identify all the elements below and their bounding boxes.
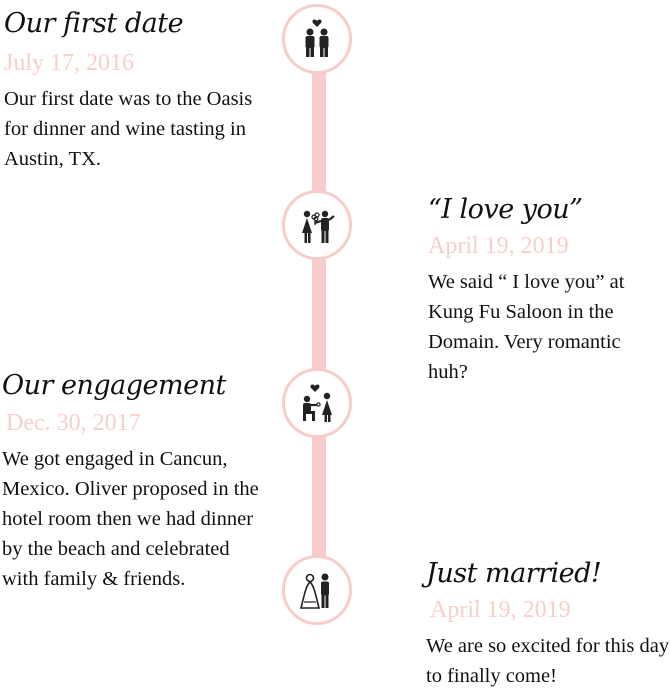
event-description: We said “ I love you” at Kung Fu Saloon … xyxy=(428,271,625,383)
event-description: We are so excited for this day to finall… xyxy=(426,635,670,687)
timeline-node-engagement xyxy=(282,368,352,438)
timeline-line xyxy=(312,40,326,600)
event-description: Our first date was to the Oasis for dinn… xyxy=(4,88,253,170)
timeline-node-first-date xyxy=(282,4,352,74)
event-engagement: Our engagement Dec. 30, 2017 We got enga… xyxy=(2,370,260,594)
event-description: We got engaged in Cancun, Mexico. Oliver… xyxy=(2,448,259,590)
couple-flowers-icon xyxy=(302,210,335,243)
event-title: Just married! xyxy=(426,558,602,589)
event-date: July 17, 2016 xyxy=(4,50,135,76)
couple-icon xyxy=(305,19,329,57)
event-date: April 19, 2019 xyxy=(428,233,569,259)
event-date: April 19, 2019 xyxy=(430,597,571,623)
event-date: Dec. 30, 2017 xyxy=(6,410,141,436)
bride-groom-icon xyxy=(299,573,329,609)
event-title: “I love you” xyxy=(428,194,583,225)
event-title: Our first date xyxy=(4,8,184,39)
event-title: Our engagement xyxy=(2,370,226,401)
event-first-date: Our first date July 17, 2016 Our first d… xyxy=(4,8,254,174)
timeline-node-just-married xyxy=(282,555,352,625)
proposal-icon xyxy=(303,384,332,422)
event-just-married: Just married! April 19, 2019 We are so e… xyxy=(426,558,670,691)
timeline-node-i-love-you xyxy=(282,190,352,260)
event-i-love-you: “I love you” April 19, 2019 We said “ I … xyxy=(428,194,664,387)
